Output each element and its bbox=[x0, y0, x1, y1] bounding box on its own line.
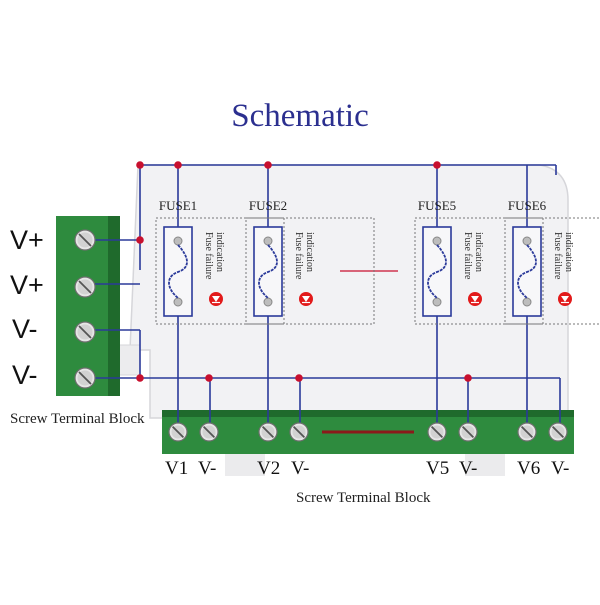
left-screw-4-slot bbox=[78, 371, 92, 385]
fuse-indication-line1-3: Fuse failure bbox=[462, 232, 473, 280]
bottom-label-vminus-6: V- bbox=[551, 458, 570, 479]
fuse-label-1: FUSE1 bbox=[159, 198, 197, 213]
bottom-screw-8-slot bbox=[551, 425, 565, 439]
led-diode-glyph-2 bbox=[302, 296, 310, 302]
bottom-screw-4 bbox=[289, 422, 309, 442]
left-screw-2 bbox=[74, 276, 96, 298]
junctions bbox=[136, 161, 472, 382]
fuse-element-4 bbox=[517, 244, 537, 299]
bottom-screw-2-slot bbox=[202, 425, 216, 439]
bottom-screw-7 bbox=[517, 422, 537, 442]
left-screw-2-slot bbox=[78, 280, 92, 294]
bottom-label-vminus-1: V- bbox=[198, 458, 217, 479]
bottom-screw-3 bbox=[258, 422, 278, 442]
left-label-4: V- bbox=[12, 360, 38, 390]
fuse-indication-line2-3: indication bbox=[473, 232, 484, 272]
junction-dot-7 bbox=[205, 374, 213, 382]
left-terminal-pcb-edge bbox=[108, 216, 120, 396]
fuse-element-3 bbox=[427, 244, 447, 299]
screws bbox=[74, 229, 568, 442]
bottom-label-vminus-5: V- bbox=[459, 458, 478, 479]
led-diode-glyph-3 bbox=[471, 296, 479, 302]
fuse-label-3: FUSE5 bbox=[418, 198, 456, 213]
board-foot-1 bbox=[225, 454, 265, 476]
board-panel bbox=[129, 164, 569, 419]
bottom-screw-1 bbox=[168, 422, 188, 442]
bottom-screw-8 bbox=[548, 422, 568, 442]
fuse-contact-bottom-1 bbox=[173, 297, 183, 307]
bottom-label-v5: V5 bbox=[426, 458, 450, 479]
left-screw-1 bbox=[74, 229, 96, 251]
fuse-outline-2 bbox=[245, 217, 375, 325]
junction-dot-5 bbox=[136, 236, 144, 244]
bottom-screw-5-slot bbox=[430, 425, 444, 439]
bottom-terminal-pcb-edge bbox=[162, 410, 574, 417]
fuse-outline-3 bbox=[414, 217, 544, 325]
left-label-1: V+ bbox=[10, 225, 44, 255]
page-title: Schematic bbox=[231, 98, 369, 134]
junction-dot-8 bbox=[295, 374, 303, 382]
bottom-screw-3-slot bbox=[261, 425, 275, 439]
fuse-indication-line2-1: indication bbox=[214, 232, 225, 272]
left-block-caption: Screw Terminal Block bbox=[10, 411, 145, 427]
left-screw-3-slot bbox=[78, 325, 92, 339]
left-screw-4 bbox=[74, 367, 96, 389]
junction-dot-2 bbox=[174, 161, 182, 169]
fuse-element-2 bbox=[258, 244, 278, 299]
bottom-label-v2: V2 bbox=[257, 458, 281, 479]
bottom-screw-6-slot bbox=[461, 425, 475, 439]
bottom-label-v6: V6 bbox=[517, 458, 541, 479]
junction-dot-9 bbox=[464, 374, 472, 382]
led-diode-glyph-4 bbox=[561, 296, 569, 302]
fuse-label-2: FUSE2 bbox=[249, 198, 287, 213]
fuse-outline-4 bbox=[504, 217, 600, 325]
bottom-screw-7-slot bbox=[520, 425, 534, 439]
junction-dot-1 bbox=[136, 161, 144, 169]
fuse-contact-top-2 bbox=[263, 236, 273, 246]
junction-dot-4 bbox=[433, 161, 441, 169]
fuse-contact-bottom-4 bbox=[522, 297, 532, 307]
fuse-indication-line1-2: Fuse failure bbox=[293, 232, 304, 280]
fuse-label-4: FUSE6 bbox=[508, 198, 547, 213]
junction-dot-3 bbox=[264, 161, 272, 169]
bottom-label-v1: V1 bbox=[165, 458, 189, 479]
led-diode-glyph-1 bbox=[212, 296, 220, 302]
bottom-screw-4-slot bbox=[292, 425, 306, 439]
fuse-contact-top-3 bbox=[432, 236, 442, 246]
fuse-indication-line2-4: indication bbox=[563, 232, 574, 272]
junction-dot-6 bbox=[136, 374, 144, 382]
bottom-screw-2 bbox=[199, 422, 219, 442]
bottom-label-vminus-2: V- bbox=[291, 458, 310, 479]
fuse-indication-line1-4: Fuse failure bbox=[552, 232, 563, 280]
left-label-2: V+ bbox=[10, 270, 44, 300]
bottom-block-caption: Screw Terminal Block bbox=[296, 490, 431, 506]
fuse-outline-1 bbox=[155, 217, 285, 325]
fuse-element-1 bbox=[168, 244, 188, 299]
fuse-indication-line1-1: Fuse failure bbox=[203, 232, 214, 280]
fuse-contact-top-4 bbox=[522, 236, 532, 246]
bottom-screw-1-slot bbox=[171, 425, 185, 439]
left-screw-1-slot bbox=[78, 233, 92, 247]
fuse-contact-bottom-2 bbox=[263, 297, 273, 307]
bottom-screw-6 bbox=[458, 422, 478, 442]
bottom-screw-5 bbox=[427, 422, 447, 442]
fuse-contact-bottom-3 bbox=[432, 297, 442, 307]
fuse-indication-line2-2: indication bbox=[304, 232, 315, 272]
left-label-3: V- bbox=[12, 314, 38, 344]
left-screw-3 bbox=[74, 321, 96, 343]
board-foot-2 bbox=[465, 454, 505, 476]
fuse-contact-top-1 bbox=[173, 236, 183, 246]
